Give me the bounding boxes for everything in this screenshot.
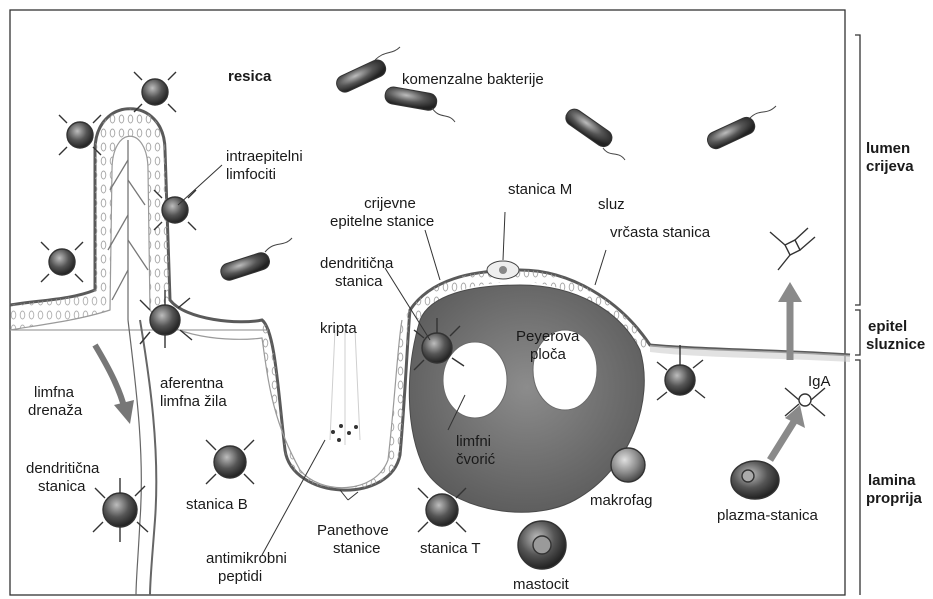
lymph-follicle-left (443, 342, 507, 418)
macrophage (611, 448, 645, 482)
lymphocyte-4 (41, 242, 83, 282)
label-lymph-follicle-1: limfni (456, 433, 491, 451)
villus-epithelium (95, 109, 170, 310)
label-crypt: kripta (320, 320, 357, 338)
label-iga: IgA (808, 373, 831, 391)
lymphocyte-2 (59, 115, 101, 155)
surface-epithelium-left (10, 290, 110, 330)
iga-arrow-diag (770, 420, 795, 460)
label-commensal-bacteria: komenzalne bakterije (402, 71, 544, 89)
label-antimicrobial-2: peptidi (218, 568, 262, 586)
label-macrophage: makrofag (590, 492, 653, 510)
drainage-arrow (95, 345, 125, 410)
iga-arrowhead-up (778, 282, 802, 302)
lacteal (108, 140, 148, 320)
label-lymph-follicle-2: čvorić (456, 451, 495, 469)
mast-cell (518, 521, 566, 569)
label-epithelium-1: epitel (868, 318, 907, 336)
afferent-lymph-vessel-inner (128, 320, 141, 595)
lymphocyte-1 (134, 72, 176, 112)
label-plasma-cell: plazma-stanica (717, 507, 818, 525)
layer-bracket (855, 35, 860, 595)
label-dendritic-bottom-2: stanica (38, 478, 86, 496)
b-cell (206, 440, 254, 484)
afferent-lymph-vessel (140, 320, 156, 595)
label-lumen-2: crijeva (866, 158, 914, 176)
label-lymph-drainage-2: drenaža (28, 402, 82, 420)
label-goblet-cell: vrčasta stanica (610, 224, 710, 242)
label-intraepithelial-1: intraepitelni (226, 148, 303, 166)
label-mucus: sluz (598, 196, 625, 214)
label-villus: resica (228, 68, 271, 86)
iga-molecule-top (770, 228, 815, 270)
label-m-cell: stanica M (508, 181, 572, 199)
label-lamina-2: proprija (866, 490, 922, 508)
drainage-arrowhead (114, 400, 134, 424)
label-paneth-1: Panethove (317, 522, 389, 540)
label-lamina-1: lamina (868, 472, 916, 490)
label-afferent-1: aferentna (160, 375, 223, 393)
label-intraepithelial-2: limfociti (226, 166, 276, 184)
label-dendritic-top-1: dendritična (320, 255, 393, 273)
label-antimicrobial-1: antimikrobni (206, 550, 287, 568)
label-t-cell: stanica T (420, 540, 481, 558)
label-lumen-1: lumen (866, 140, 910, 158)
bacterium-3 (563, 106, 625, 160)
label-epithelial-cells-1: crijevne (330, 195, 450, 213)
peyers-patch (409, 285, 644, 512)
t-cell (418, 488, 466, 532)
label-b-cell: stanica B (186, 496, 248, 514)
label-dendritic-top-2: stanica (335, 273, 383, 291)
label-peyers-2: ploča (530, 346, 566, 364)
bacterium-2 (384, 86, 455, 122)
label-peyers-1: Peyerova (516, 328, 579, 346)
label-epithelium-2: sluznice (866, 336, 925, 354)
label-mast-cell: mastocit (513, 576, 569, 594)
label-dendritic-bottom-1: dendritična (26, 460, 99, 478)
label-lymph-drainage-1: limfna (34, 384, 74, 402)
iga-molecule-bottom (785, 388, 825, 416)
bacterium-4 (705, 106, 776, 151)
bacterium-5 (219, 238, 292, 282)
label-paneth-2: stanice (333, 540, 381, 558)
plasma-cell (731, 461, 779, 499)
label-afferent-2: limfna žila (160, 393, 227, 411)
label-epithelial-cells-2: epitelne stanice (330, 213, 434, 231)
